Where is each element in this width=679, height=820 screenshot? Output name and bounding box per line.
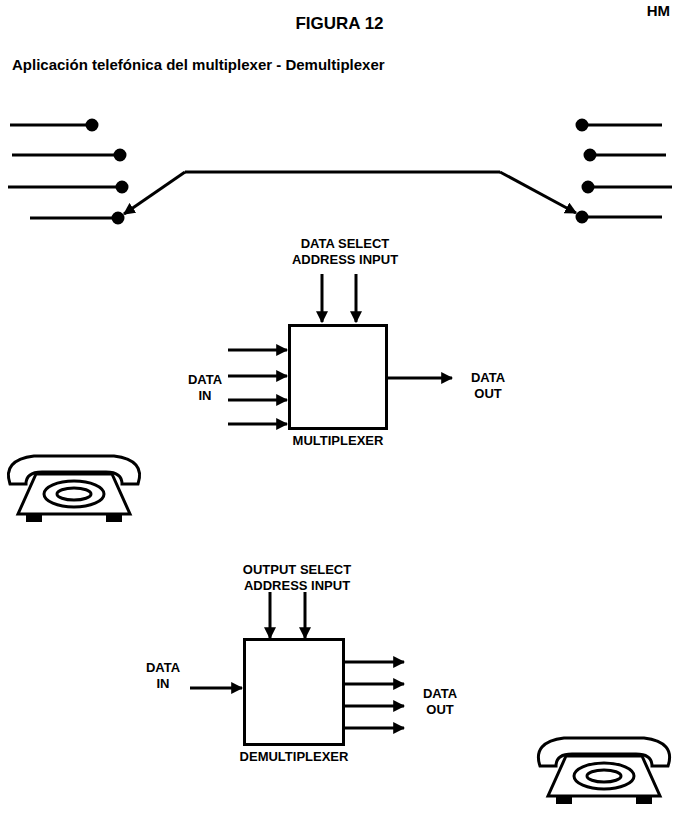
switch-illustration	[8, 120, 672, 223]
figure-subtitle: Aplicación telefónica del multiplexer - …	[12, 56, 672, 74]
signal-name: OUTPUT SELECT ADDRESS INPUT	[222, 562, 372, 594]
signal-name: DATA OUT	[410, 686, 470, 718]
block-name: DEMULTIPLEXER	[240, 749, 349, 765]
block-name: MULTIPLEXER	[293, 433, 384, 449]
telephone-icon	[8, 456, 139, 522]
telephone-icon	[538, 738, 669, 804]
block-box: DEMULTIPLEXER	[243, 638, 345, 746]
block-box: MULTIPLEXER	[288, 324, 388, 430]
signal-name: DATA IN	[138, 660, 188, 692]
signal-name: DATA SELECT ADDRESS INPUT	[278, 236, 412, 268]
signal-name: DATA IN	[180, 372, 230, 404]
author-mark: HM	[560, 2, 670, 20]
figure-title: FIGURA 12	[0, 14, 679, 34]
signal-name: DATA OUT	[458, 370, 518, 402]
